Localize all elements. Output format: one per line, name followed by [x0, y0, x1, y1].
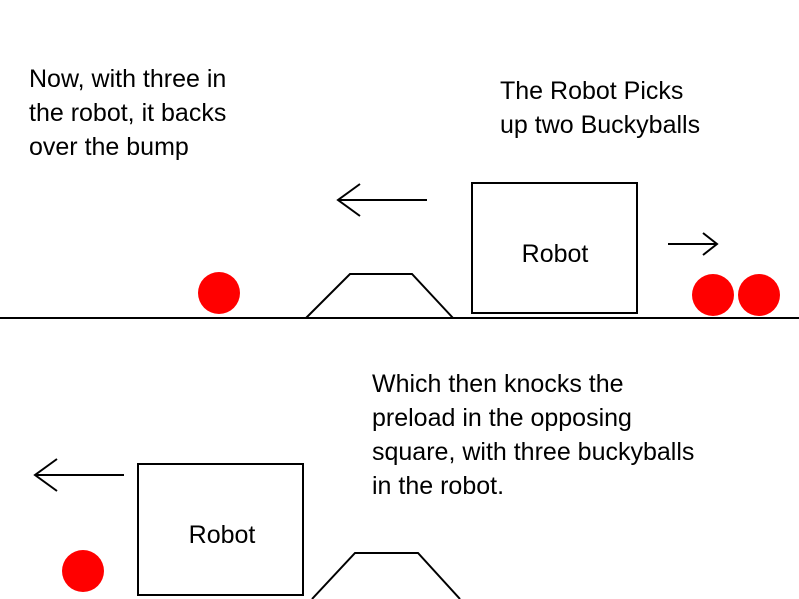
- top-buckyball: [198, 272, 240, 314]
- bottom-buckyball: [62, 550, 104, 592]
- bottom-robot: Robot: [137, 463, 304, 596]
- top-bump: [305, 273, 454, 319]
- bottom-bump: [311, 552, 461, 599]
- bottom-left-arrow-icon: [33, 458, 124, 492]
- top-left-arrow-icon: [336, 183, 427, 217]
- top-robot-label: Robot: [522, 240, 589, 268]
- caption-knocks-preload: Which then knocks the preload in the opp…: [372, 370, 695, 500]
- top-robot-body: [471, 182, 638, 314]
- bottom-robot-body: [137, 463, 304, 596]
- bottom-robot-label: Robot: [189, 521, 256, 549]
- caption-picks-up-buckyballs: The Robot Picks up two Buckyballs: [500, 77, 701, 139]
- top-robot: Robot: [471, 182, 638, 314]
- caption-backs-over-bump: Now, with three in the robot, it backs o…: [29, 65, 227, 161]
- top-buckyball-pair-1: [692, 274, 734, 316]
- top-right-arrow-icon: [668, 232, 719, 256]
- top-buckyball-pair-2: [738, 274, 780, 316]
